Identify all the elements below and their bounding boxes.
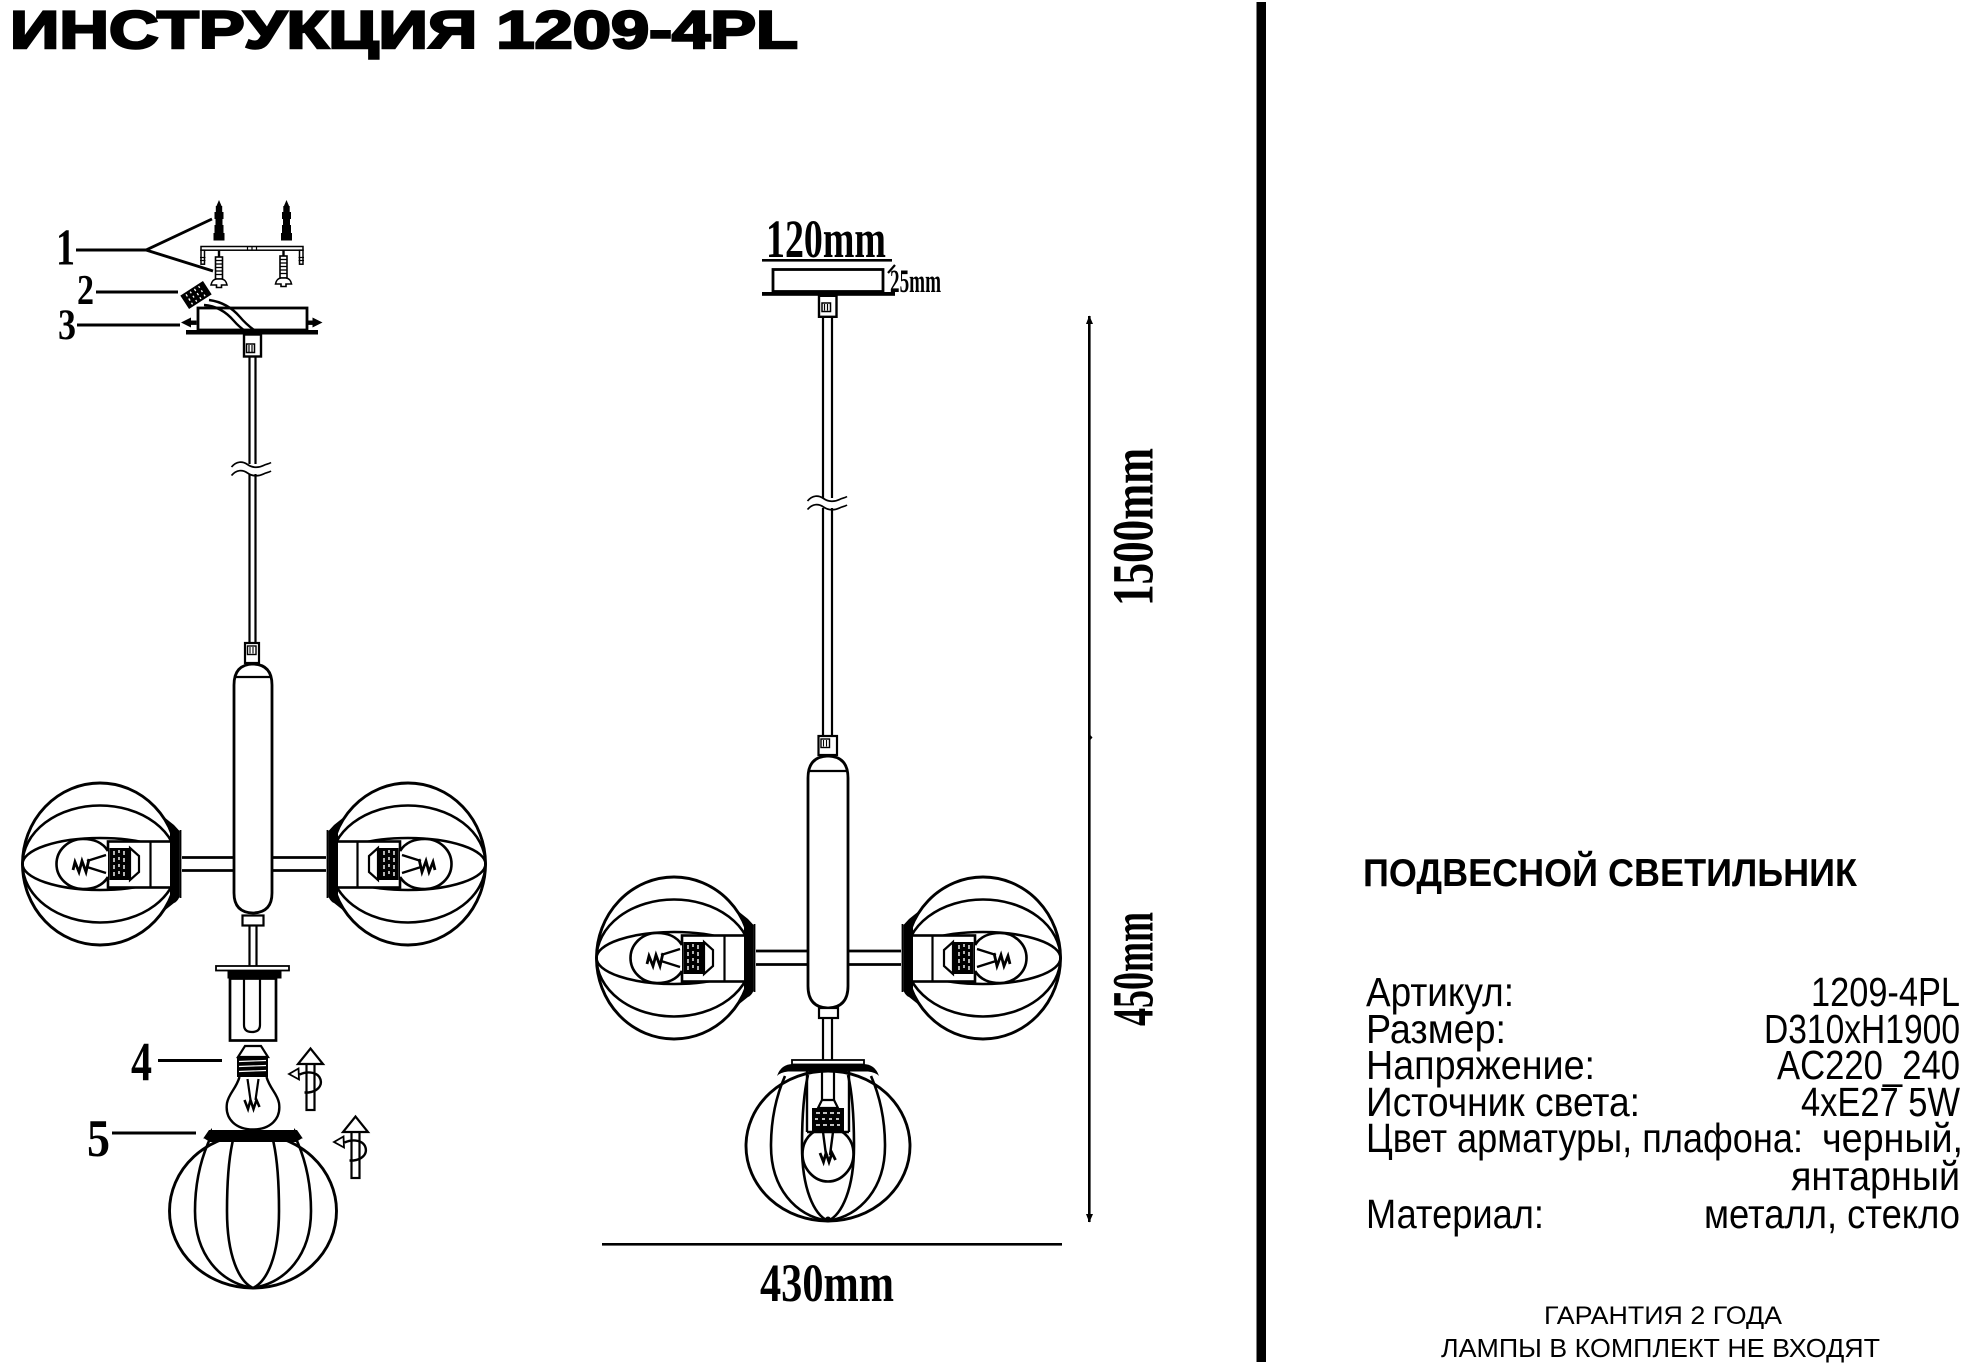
svg-text:Материал:: Материал: [1366, 1191, 1544, 1237]
svg-text:черный,: черный, [1822, 1115, 1963, 1161]
svg-text:430mm: 430mm [760, 1253, 894, 1313]
svg-text:AC220_240: AC220_240 [1777, 1042, 1960, 1088]
svg-text:янтарный: янтарный [1791, 1153, 1960, 1199]
svg-text:ЛАМПЫ В КОМПЛЕКТ НЕ ВХОДЯТ: ЛАМПЫ В КОМПЛЕКТ НЕ ВХОДЯТ [1441, 1333, 1880, 1363]
svg-text:Напряжение:: Напряжение: [1366, 1042, 1595, 1088]
svg-text:2: 2 [77, 268, 94, 314]
svg-text:металл, стекло: металл, стекло [1704, 1191, 1960, 1237]
svg-text:25mm: 25mm [890, 264, 941, 300]
svg-text:Цвет арматуры, плафона:: Цвет арматуры, плафона: [1366, 1115, 1803, 1161]
svg-text:5: 5 [87, 1110, 110, 1168]
svg-text:D310xH1900: D310xH1900 [1764, 1006, 1960, 1052]
svg-text:3: 3 [58, 302, 76, 349]
svg-text:1: 1 [56, 220, 75, 277]
svg-text:ПОДВЕСНОЙ СВЕТИЛЬНИК: ПОДВЕСНОЙ СВЕТИЛЬНИК [1363, 850, 1857, 895]
svg-text:Размер:: Размер: [1366, 1006, 1506, 1052]
svg-text:Артикул:: Артикул: [1366, 969, 1514, 1015]
svg-text:Источник света:: Источник света: [1366, 1079, 1640, 1125]
svg-text:ГАРАНТИЯ 2 ГОДА: ГАРАНТИЯ 2 ГОДА [1544, 1302, 1782, 1330]
svg-text:450mm: 450mm [1101, 912, 1166, 1026]
svg-text:1209-4PL: 1209-4PL [1811, 969, 1960, 1015]
svg-text:4xE27 5W: 4xE27 5W [1801, 1079, 1960, 1125]
svg-text:ИНСТРУКЦИЯ 1209-4PL: ИНСТРУКЦИЯ 1209-4PL [10, 1, 798, 60]
svg-text:1500mm: 1500mm [1101, 448, 1166, 606]
svg-text:4: 4 [131, 1031, 152, 1092]
